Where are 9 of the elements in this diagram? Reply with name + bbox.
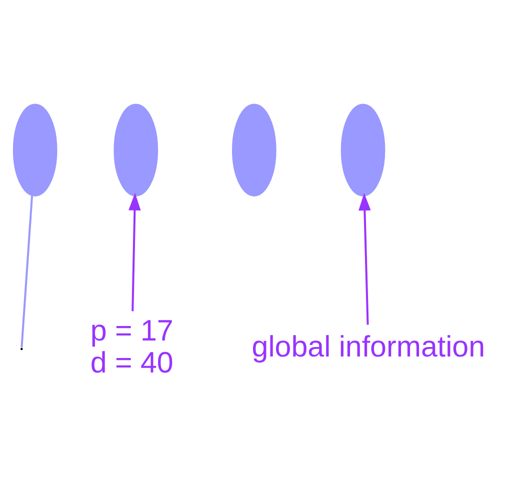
node-text: p = 17 d = 40 xyxy=(90,314,174,380)
node-ellipse xyxy=(114,104,158,196)
arrow xyxy=(358,193,371,325)
connector xyxy=(20,196,34,348)
node-ellipse xyxy=(12,104,58,196)
node-ellipse xyxy=(232,104,276,196)
arrow xyxy=(128,192,141,312)
node-ellipse xyxy=(340,104,386,196)
node-text: global information xyxy=(252,330,486,364)
